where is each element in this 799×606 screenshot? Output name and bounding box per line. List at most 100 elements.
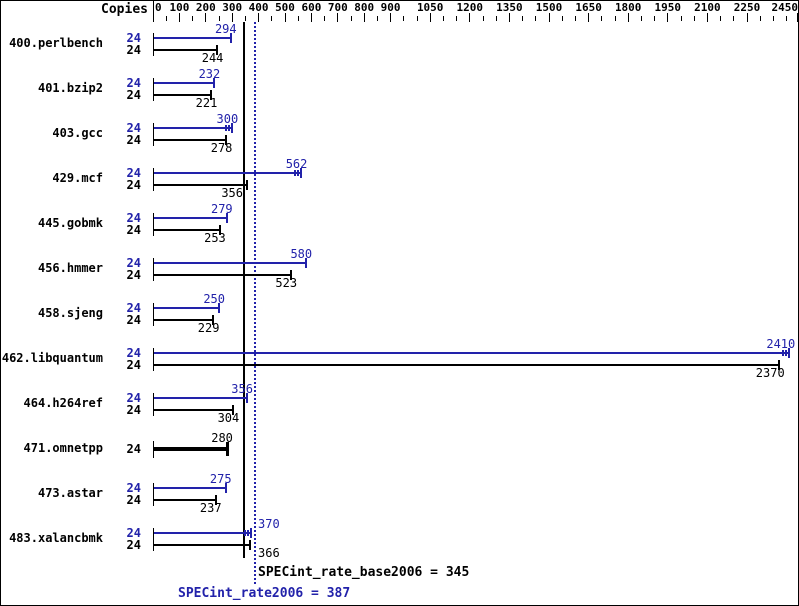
copies-label-base: 24 (126, 43, 141, 57)
summary-base-rate-text: SPECint_rate_base2006 = 345 (258, 565, 470, 580)
peak-run-tick (246, 530, 249, 536)
bar-start-tick (153, 348, 154, 371)
peak-bar-end-tick (249, 528, 252, 538)
axis-tick-major (509, 13, 510, 22)
axis-tick-minor (298, 16, 299, 21)
axis-tick-label: 700 (327, 1, 348, 14)
axis-tick-minor (496, 16, 497, 21)
bar-start-tick (153, 441, 154, 458)
axis-tick-label: 1350 (496, 1, 523, 14)
axis-tick-label: 1800 (614, 1, 642, 14)
base-bar-end-tick (210, 90, 213, 100)
axis-tick-minor (786, 16, 787, 21)
base-bar (154, 409, 234, 411)
axis-tick-major (364, 13, 365, 22)
bar-start-tick (153, 78, 154, 101)
axis-tick-minor (681, 16, 682, 21)
axis-tick-minor (443, 16, 444, 21)
peak-bar-end-tick (305, 258, 308, 268)
base-value-label: 221 (195, 96, 218, 110)
peak-value-label: 300 (216, 112, 239, 126)
axis-tick-minor (562, 16, 563, 21)
axis-tick-major (667, 13, 668, 22)
base-bar-end-tick (212, 315, 215, 325)
axis-tick-minor (351, 16, 352, 21)
axis-tick-label: 400 (248, 1, 269, 14)
axis-tick-label: 2450 (771, 1, 799, 14)
peak-bar (154, 37, 231, 39)
copies-label-base: 24 (126, 313, 141, 327)
copies-label: 24 (126, 442, 141, 456)
base-bar-end-tick (218, 225, 221, 235)
base-value-label: 356 (221, 186, 243, 200)
peak-bar (154, 532, 251, 534)
axis-tick-major (153, 1, 154, 22)
axis-tick-label: 100 (169, 1, 190, 14)
benchmark-label: 403.gcc (52, 126, 103, 140)
benchmark-label: 471.omnetpp (23, 441, 103, 455)
copies-label-base: 24 (126, 133, 141, 147)
axis-tick-minor (324, 16, 325, 21)
peak-run-tick (782, 350, 785, 356)
copies-label-peak: 24 (126, 481, 141, 495)
copies-label-peak: 24 (126, 166, 141, 180)
bar-end-tick (225, 442, 229, 456)
axis-tick-label: 900 (380, 1, 401, 14)
bar-start-tick (153, 393, 154, 416)
peak-value-label: 250 (203, 292, 225, 306)
copies-label-peak: 24 (126, 211, 141, 225)
peak-bar-end-tick (213, 78, 216, 88)
axis-tick-minor (483, 16, 484, 21)
copies-label-base: 24 (126, 223, 141, 237)
axis-tick-label: 600 (301, 1, 322, 14)
base-bar (154, 274, 292, 276)
base-value-label: 244 (201, 51, 224, 65)
copies-label-base: 24 (126, 178, 141, 192)
axis-tick-label: 800 (354, 1, 375, 14)
base-rate-reference-line (243, 22, 245, 558)
copies-label-peak: 24 (126, 346, 141, 360)
bar-start-tick (153, 303, 154, 326)
copies-label-base: 24 (126, 493, 141, 507)
base-value-label: 2370 (755, 366, 785, 380)
peak-run-tick (225, 125, 228, 131)
axis-tick-minor (535, 16, 536, 21)
axis-tick-minor (720, 16, 721, 21)
bar-start-tick (153, 483, 154, 506)
peak-value-label: 562 (285, 157, 308, 171)
base-value-label: 253 (204, 231, 226, 245)
benchmark-label: 473.astar (37, 486, 103, 500)
axis-tick-label: 1200 (456, 1, 484, 14)
copies-label-base: 24 (126, 538, 141, 552)
base-bar-end-tick (214, 495, 217, 505)
peak-bar (154, 127, 233, 129)
axis-tick-minor (166, 16, 167, 21)
peak-value-label: 2410 (766, 337, 796, 351)
axis-tick-label: 500 (275, 1, 295, 14)
axis-tick-minor (601, 16, 602, 21)
peak-bar-end-tick (300, 168, 303, 178)
bar-start-tick (153, 213, 154, 236)
peak-bar (154, 262, 307, 264)
base-bar-end-tick (245, 180, 248, 190)
axis-tick-minor (694, 16, 695, 21)
axis-tick-label: 300 (222, 1, 243, 14)
peak-bar (154, 397, 247, 399)
base-bar (154, 544, 250, 546)
bar-start-tick (153, 33, 154, 56)
base-bar (154, 319, 214, 321)
benchmark-label: 401.bzip2 (37, 81, 103, 95)
axis-tick-label: 1950 (654, 1, 682, 14)
peak-bar-end-tick (788, 348, 791, 358)
peak-run-tick (294, 170, 297, 176)
axis-tick-minor (417, 16, 418, 21)
base-value-label: 278 (210, 141, 233, 155)
base-bar-end-tick (248, 540, 251, 550)
peak-value-label: 370 (258, 517, 280, 531)
copies-label-peak: 24 (126, 256, 141, 270)
peak-bar (154, 487, 226, 489)
base-bar (154, 49, 218, 51)
benchmark-label: 464.h264ref (23, 396, 103, 410)
